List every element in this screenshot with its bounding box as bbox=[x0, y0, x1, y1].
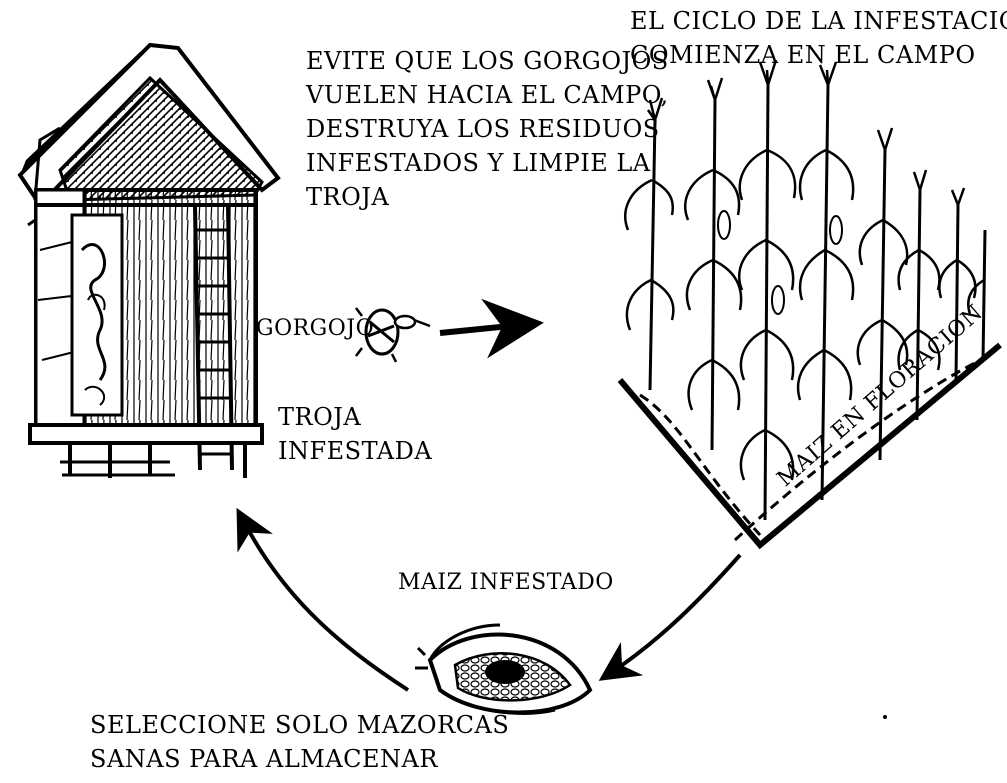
arrow-to-ear bbox=[598, 553, 742, 681]
advice-line: VUELEN HACIA EL CAMPO, bbox=[306, 81, 669, 109]
selection-line: SELECCIONE SOLO MAZORCAS bbox=[90, 711, 510, 739]
infested-ear-label: MAIZ INFESTADO bbox=[398, 570, 614, 595]
storehouse-label-line: TROJA bbox=[278, 403, 362, 431]
weevil-icon bbox=[355, 307, 431, 363]
selection-advice: SELECCIONE SOLO MAZORCAS SANAS PARA ALMA… bbox=[90, 708, 509, 776]
weevil-label: GORGOJO bbox=[256, 316, 375, 341]
advice-text: EVITE QUE LOS GORGOJOS VUELEN HACIA EL C… bbox=[306, 44, 669, 214]
title-line: COMIENZA EN EL CAMPO bbox=[630, 41, 976, 69]
advice-line: EVITE QUE LOS GORGOJOS bbox=[306, 47, 669, 75]
advice-line: TROJA bbox=[306, 183, 390, 211]
corn-field-icon bbox=[617, 59, 1002, 550]
title-line: EL CICLO DE LA INFESTACION bbox=[630, 7, 1007, 35]
advice-line: INFESTADOS Y LIMPIE LA bbox=[306, 149, 651, 177]
infested-ear-icon bbox=[415, 623, 593, 715]
advice-line: DESTRUYA LOS RESIDUOS bbox=[306, 115, 660, 143]
arrow-to-field bbox=[439, 298, 544, 359]
storehouse-icon bbox=[17, 42, 281, 478]
selection-line: SANAS PARA ALMACENAR bbox=[90, 745, 438, 773]
ink-speck bbox=[883, 715, 887, 719]
storehouse-label-line: INFESTADA bbox=[278, 437, 433, 465]
cycle-title: EL CICLO DE LA INFESTACION COMIENZA EN E… bbox=[630, 4, 1007, 72]
arrow-to-storehouse bbox=[236, 507, 410, 692]
storehouse-label: TROJA INFESTADA bbox=[278, 400, 432, 468]
